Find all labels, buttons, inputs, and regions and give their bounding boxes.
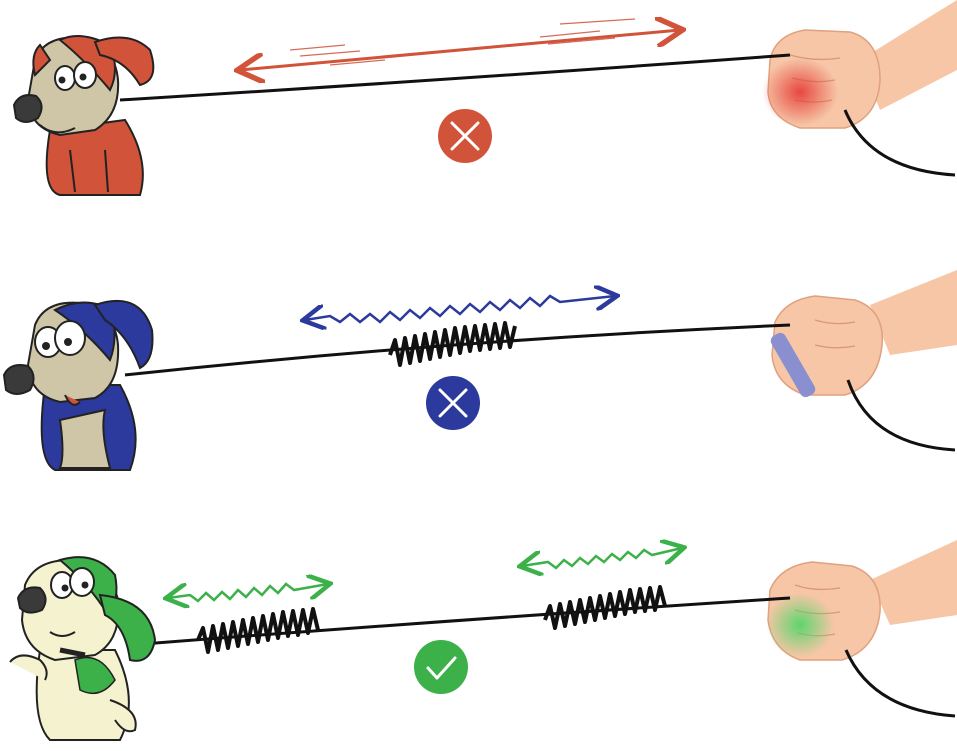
hand-holding-leash bbox=[770, 270, 957, 398]
hand-holding-leash bbox=[766, 540, 957, 661]
leash-handle-loop bbox=[843, 109, 956, 177]
hand-holding-leash bbox=[762, 0, 957, 129]
leash-handle-loop bbox=[844, 649, 956, 718]
bungee-spring-right bbox=[543, 585, 667, 630]
panel-single-bungee bbox=[2, 270, 957, 471]
bungee-spring-left bbox=[196, 607, 320, 654]
strain-glow-red bbox=[762, 58, 838, 126]
dog-blue bbox=[2, 300, 154, 471]
dog-red bbox=[12, 35, 155, 196]
wavy-tension-arrow-right bbox=[522, 548, 682, 568]
verdict-cross-badge bbox=[426, 376, 480, 430]
verdict-cross-badge bbox=[438, 109, 492, 163]
check-icon bbox=[414, 640, 468, 694]
bungee-spring bbox=[388, 321, 517, 367]
tension-arrow bbox=[240, 30, 680, 70]
panel-double-bungee bbox=[9, 540, 957, 741]
verdict-check-badge bbox=[414, 640, 468, 694]
wavy-tension-arrow-left bbox=[168, 584, 328, 601]
panel-no-bungee bbox=[12, 0, 957, 196]
dog-green bbox=[9, 556, 157, 741]
wavy-tension-arrow bbox=[305, 296, 615, 322]
leash-grip bbox=[770, 332, 816, 398]
leash-handle-loop bbox=[846, 379, 956, 452]
relief-glow-green bbox=[766, 593, 834, 657]
leash-line bbox=[119, 53, 791, 102]
motion-lines bbox=[289, 18, 636, 66]
